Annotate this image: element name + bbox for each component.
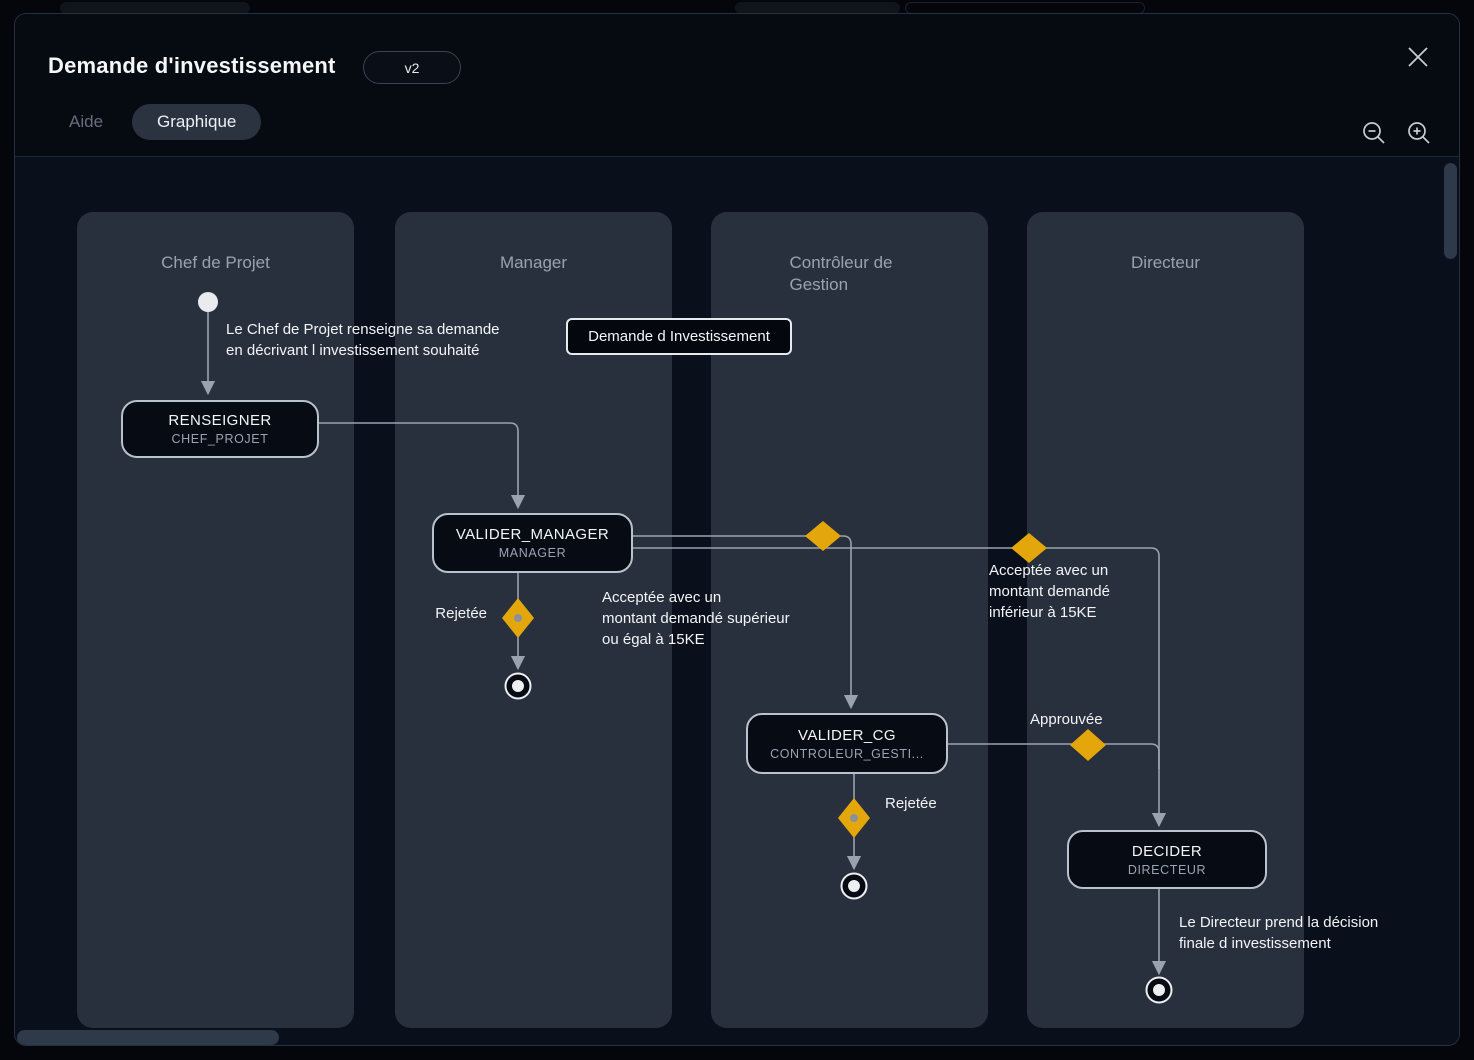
task-node-decider[interactable]: DECIDER DIRECTEUR (1067, 830, 1267, 889)
end-event-node (504, 672, 532, 700)
edge-label-rejetee-cg: Rejetée (885, 795, 937, 812)
page-title: Demande d'investissement (48, 53, 336, 78)
edge-label-rejetee-manager: Rejetée (435, 605, 487, 622)
edge-label-acceptee-inf: Acceptée avec un montant demandé inférie… (989, 562, 1110, 621)
end-event-node (1145, 976, 1173, 1004)
tab-aide[interactable]: Aide (69, 112, 104, 131)
data-object-demande: Demande d Investissement (566, 318, 792, 355)
task-subtitle: CONTROLEUR_GESTI... (770, 746, 924, 761)
modal-header: Demande d'investissement v2 Aide Graphiq… (15, 14, 1459, 156)
lane-title: Chef de Projet (161, 253, 270, 272)
task-title: VALIDER_CG (798, 726, 896, 744)
gateway-diamond-acceptee-sup (805, 521, 841, 551)
task-title: DECIDER (1131, 842, 1203, 860)
end-event-node (840, 872, 868, 900)
tab-graphique[interactable]: Graphique (132, 104, 262, 140)
task-title: VALIDER_MANAGER (455, 526, 610, 543)
gateway-diamond-acceptee-inf (1011, 533, 1047, 563)
annotation-start-note: Le Chef de Projet renseigne sa demande e… (226, 321, 500, 359)
lane-directeur: Directeur (1027, 212, 1304, 1028)
gateway-dot (850, 814, 858, 822)
edge-valider-manager-to-decider (633, 547, 1167, 828)
horizontal-scrollbar-thumb[interactable] (17, 1030, 279, 1045)
task-title: RENSEIGNER (168, 412, 272, 429)
zoom-out-icon[interactable] (1361, 120, 1387, 146)
background-artifact (60, 2, 250, 14)
close-icon[interactable] (1404, 43, 1432, 71)
workflow-modal: Demande d'investissement v2 Aide Graphiq… (14, 13, 1460, 1046)
task-subtitle: MANAGER (498, 546, 567, 560)
edge-valider-manager-to-valider-cg (633, 535, 859, 710)
diagram-canvas[interactable]: Chef de Projet Manager Contrôleur de Ges… (15, 156, 1459, 1045)
annotation-director-note: Le Directeur prend la décision finale d … (1179, 914, 1379, 952)
lane-title: Directeur (1131, 253, 1200, 272)
edge-label-approuvee: Approuvée (1030, 711, 1103, 728)
workflow-edges (198, 292, 1173, 1004)
gateway-dot (514, 614, 522, 622)
zoom-in-icon[interactable] (1406, 120, 1432, 146)
version-badge: v2 (363, 51, 461, 84)
task-node-renseigner[interactable]: RENSEIGNER CHEF_PROJET (121, 400, 319, 458)
lane-title: Manager (499, 253, 568, 272)
edge-valider-cg-approuvee (948, 743, 1160, 769)
vertical-scrollbar-thumb[interactable] (1444, 163, 1457, 259)
gateway-diamond-approuvee (1070, 729, 1106, 761)
lane-title: Contrôleur de Gestion (789, 253, 893, 294)
edge-label-acceptee-sup: Acceptée avec un montant demandé supérie… (602, 589, 790, 648)
task-node-valider-cg[interactable]: VALIDER_CG CONTROLEUR_GESTI... (746, 713, 948, 774)
lane-chef-de-projet: Chef de Projet (77, 212, 354, 1028)
edge-renseigner-to-valider-manager (319, 422, 526, 510)
start-event-node (198, 292, 218, 312)
task-subtitle: DIRECTEUR (1127, 862, 1207, 877)
task-subtitle: CHEF_PROJET (171, 432, 269, 446)
task-node-valider-manager[interactable]: VALIDER_MANAGER MANAGER (432, 513, 633, 573)
background-artifact (735, 2, 900, 14)
